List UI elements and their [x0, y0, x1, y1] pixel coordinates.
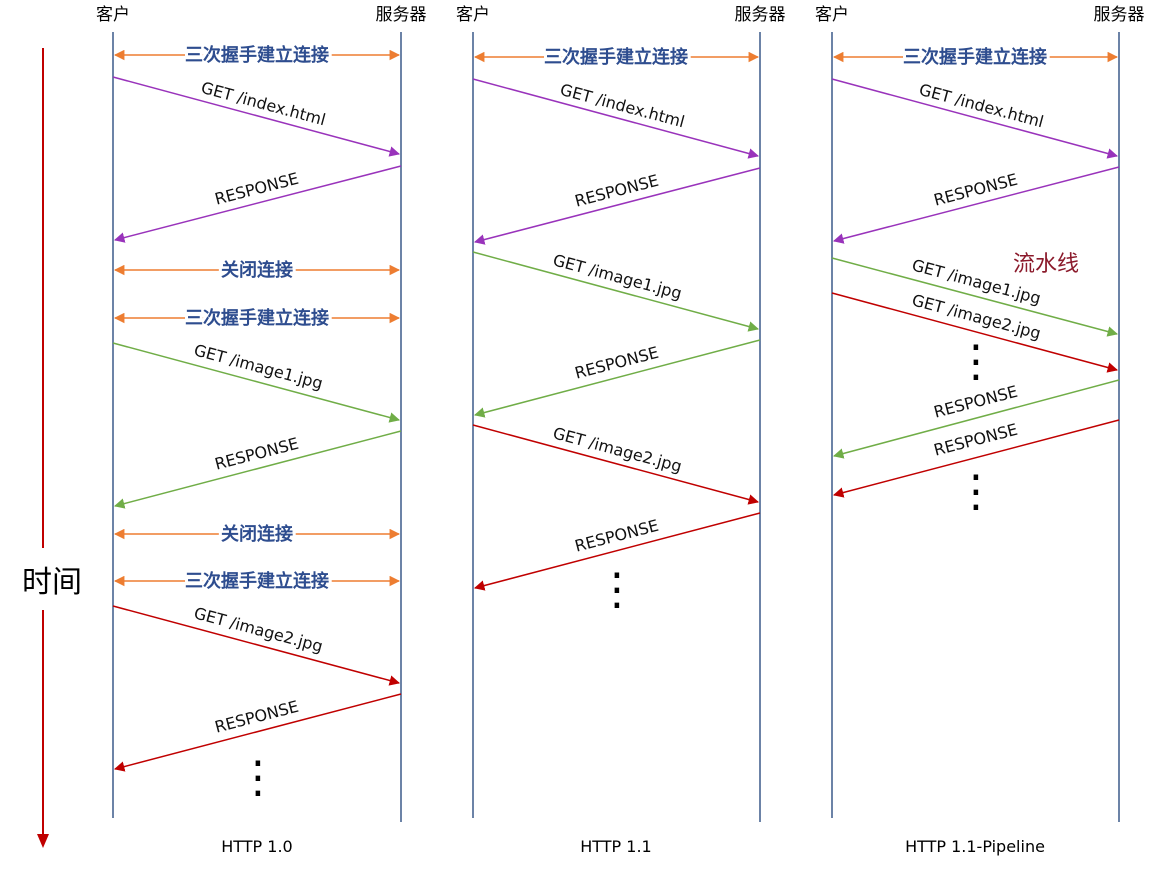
request-arrow-image2: [472, 424, 760, 505]
close-connection-label: 关闭连接: [221, 259, 293, 281]
response-arrow-image2: [832, 419, 1120, 498]
response-label-image1: RESPONSE: [213, 434, 301, 474]
panel-2-client-label: 客户: [456, 5, 490, 25]
response-arrow-image2: [113, 693, 402, 772]
panel-3-server-label: 服务器: [1094, 5, 1145, 25]
pipeline-label: 流水线: [1013, 252, 1079, 277]
panel-footer-label: HTTP 1.1: [580, 837, 651, 856]
panel-http-1-1-pipeline: 三次握手建立连接 GET /index.html RESPONSE 流水线 GE…: [831, 43, 1120, 856]
lifelines: [112, 32, 1120, 822]
response-arrow-index: [473, 167, 761, 245]
handshake-label: 三次握手建立连接: [544, 46, 688, 68]
panel-http-1-1: 三次握手建立连接 GET /index.html RESPONSE GET /i…: [472, 43, 761, 856]
response-arrow-image1: [113, 430, 402, 509]
handshake-label: 三次握手建立连接: [903, 46, 1047, 68]
request-arrow-index: [472, 78, 760, 159]
response-arrow-image2: [473, 512, 761, 591]
response-arrow-index: [832, 166, 1120, 244]
response-label-image1: RESPONSE: [573, 343, 661, 383]
request-arrow-image1: [831, 257, 1119, 337]
time-axis-arrowhead: [37, 834, 49, 848]
response-arrow-image1: [832, 379, 1120, 459]
response-arrow-image1: [473, 339, 761, 418]
handshake-label: 三次握手建立连接: [185, 307, 329, 329]
response-label-image2: RESPONSE: [213, 697, 301, 737]
handshake-label: 三次握手建立连接: [185, 570, 329, 592]
continuation-ellipsis: ⋮: [236, 752, 280, 803]
header-labels: 客户 服务器 客户 服务器 客户 服务器: [96, 5, 1145, 25]
request-arrow-image2: [831, 292, 1119, 373]
panel-1-server-label: 服务器: [376, 5, 427, 25]
response-label-image2: RESPONSE: [573, 516, 661, 556]
handshake-label: 三次握手建立连接: [185, 44, 329, 66]
continuation-ellipsis: ⋮: [954, 336, 998, 387]
time-label: 时间: [22, 565, 82, 600]
panel-http-1-0: 三次握手建立连接 GET /index.html RESPONSE 关闭连接 三…: [112, 41, 402, 856]
request-arrow-image2: [112, 605, 401, 686]
response-label-image1: RESPONSE: [932, 382, 1020, 422]
panel-footer-label: HTTP 1.0: [221, 837, 292, 856]
request-arrow-image1: [112, 342, 401, 423]
request-label-image1: GET /image1.jpg: [192, 340, 325, 393]
continuation-ellipsis: ⋮: [954, 466, 998, 517]
request-label-image2: GET /image2.jpg: [192, 603, 325, 656]
close-connection-label: 关闭连接: [221, 523, 293, 545]
request-arrow-image1: [472, 251, 760, 332]
response-arrow-index: [113, 165, 402, 243]
request-arrow-index: [831, 78, 1119, 159]
request-arrow-index: [112, 76, 401, 157]
panel-3-client-label: 客户: [815, 5, 849, 25]
request-label-index: GET /index.html: [917, 80, 1046, 131]
continuation-ellipsis: ⋮: [595, 564, 639, 615]
request-label-index: GET /index.html: [199, 78, 328, 129]
request-label-index: GET /index.html: [558, 80, 687, 131]
panel-footer-label: HTTP 1.1-Pipeline: [905, 837, 1045, 856]
request-label-image1: GET /image1.jpg: [551, 250, 684, 303]
request-label-image2: GET /image2.jpg: [551, 423, 684, 476]
time-axis: 时间: [22, 48, 82, 848]
panel-1-client-label: 客户: [96, 5, 130, 25]
panel-2-server-label: 服务器: [735, 5, 786, 25]
